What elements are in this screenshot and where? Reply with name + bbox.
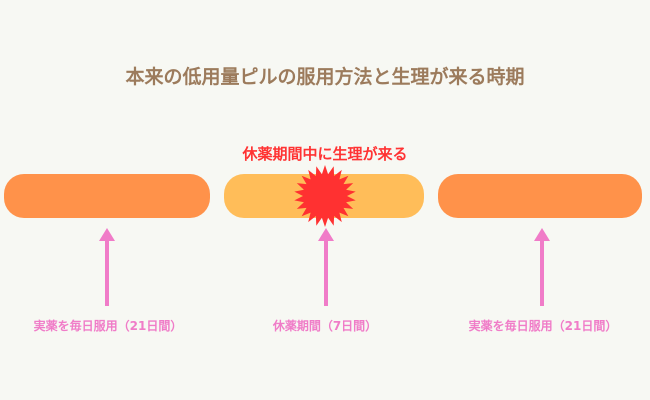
label-active-1: 実薬を毎日服用（21日間） [33,319,183,333]
starburst-icon [294,165,356,227]
arrow-shaft [324,240,328,306]
period-alert-text: 休薬期間中に生理が来る [242,145,408,163]
arrow-shaft [540,240,544,306]
label-break: 休薬期間（7日間） [272,319,378,333]
arrow-shaft [105,240,109,306]
arrow-up-icon [534,228,550,241]
arrow-up-icon [99,228,115,241]
arrow-up-icon [318,228,334,241]
label-active-2: 実薬を毎日服用（21日間） [468,319,618,333]
active-pill-bar-1 [4,174,210,218]
diagram-title: 本来の低用量ピルの服用方法と生理が来る時期 [125,66,525,88]
active-pill-bar-2 [438,174,642,218]
